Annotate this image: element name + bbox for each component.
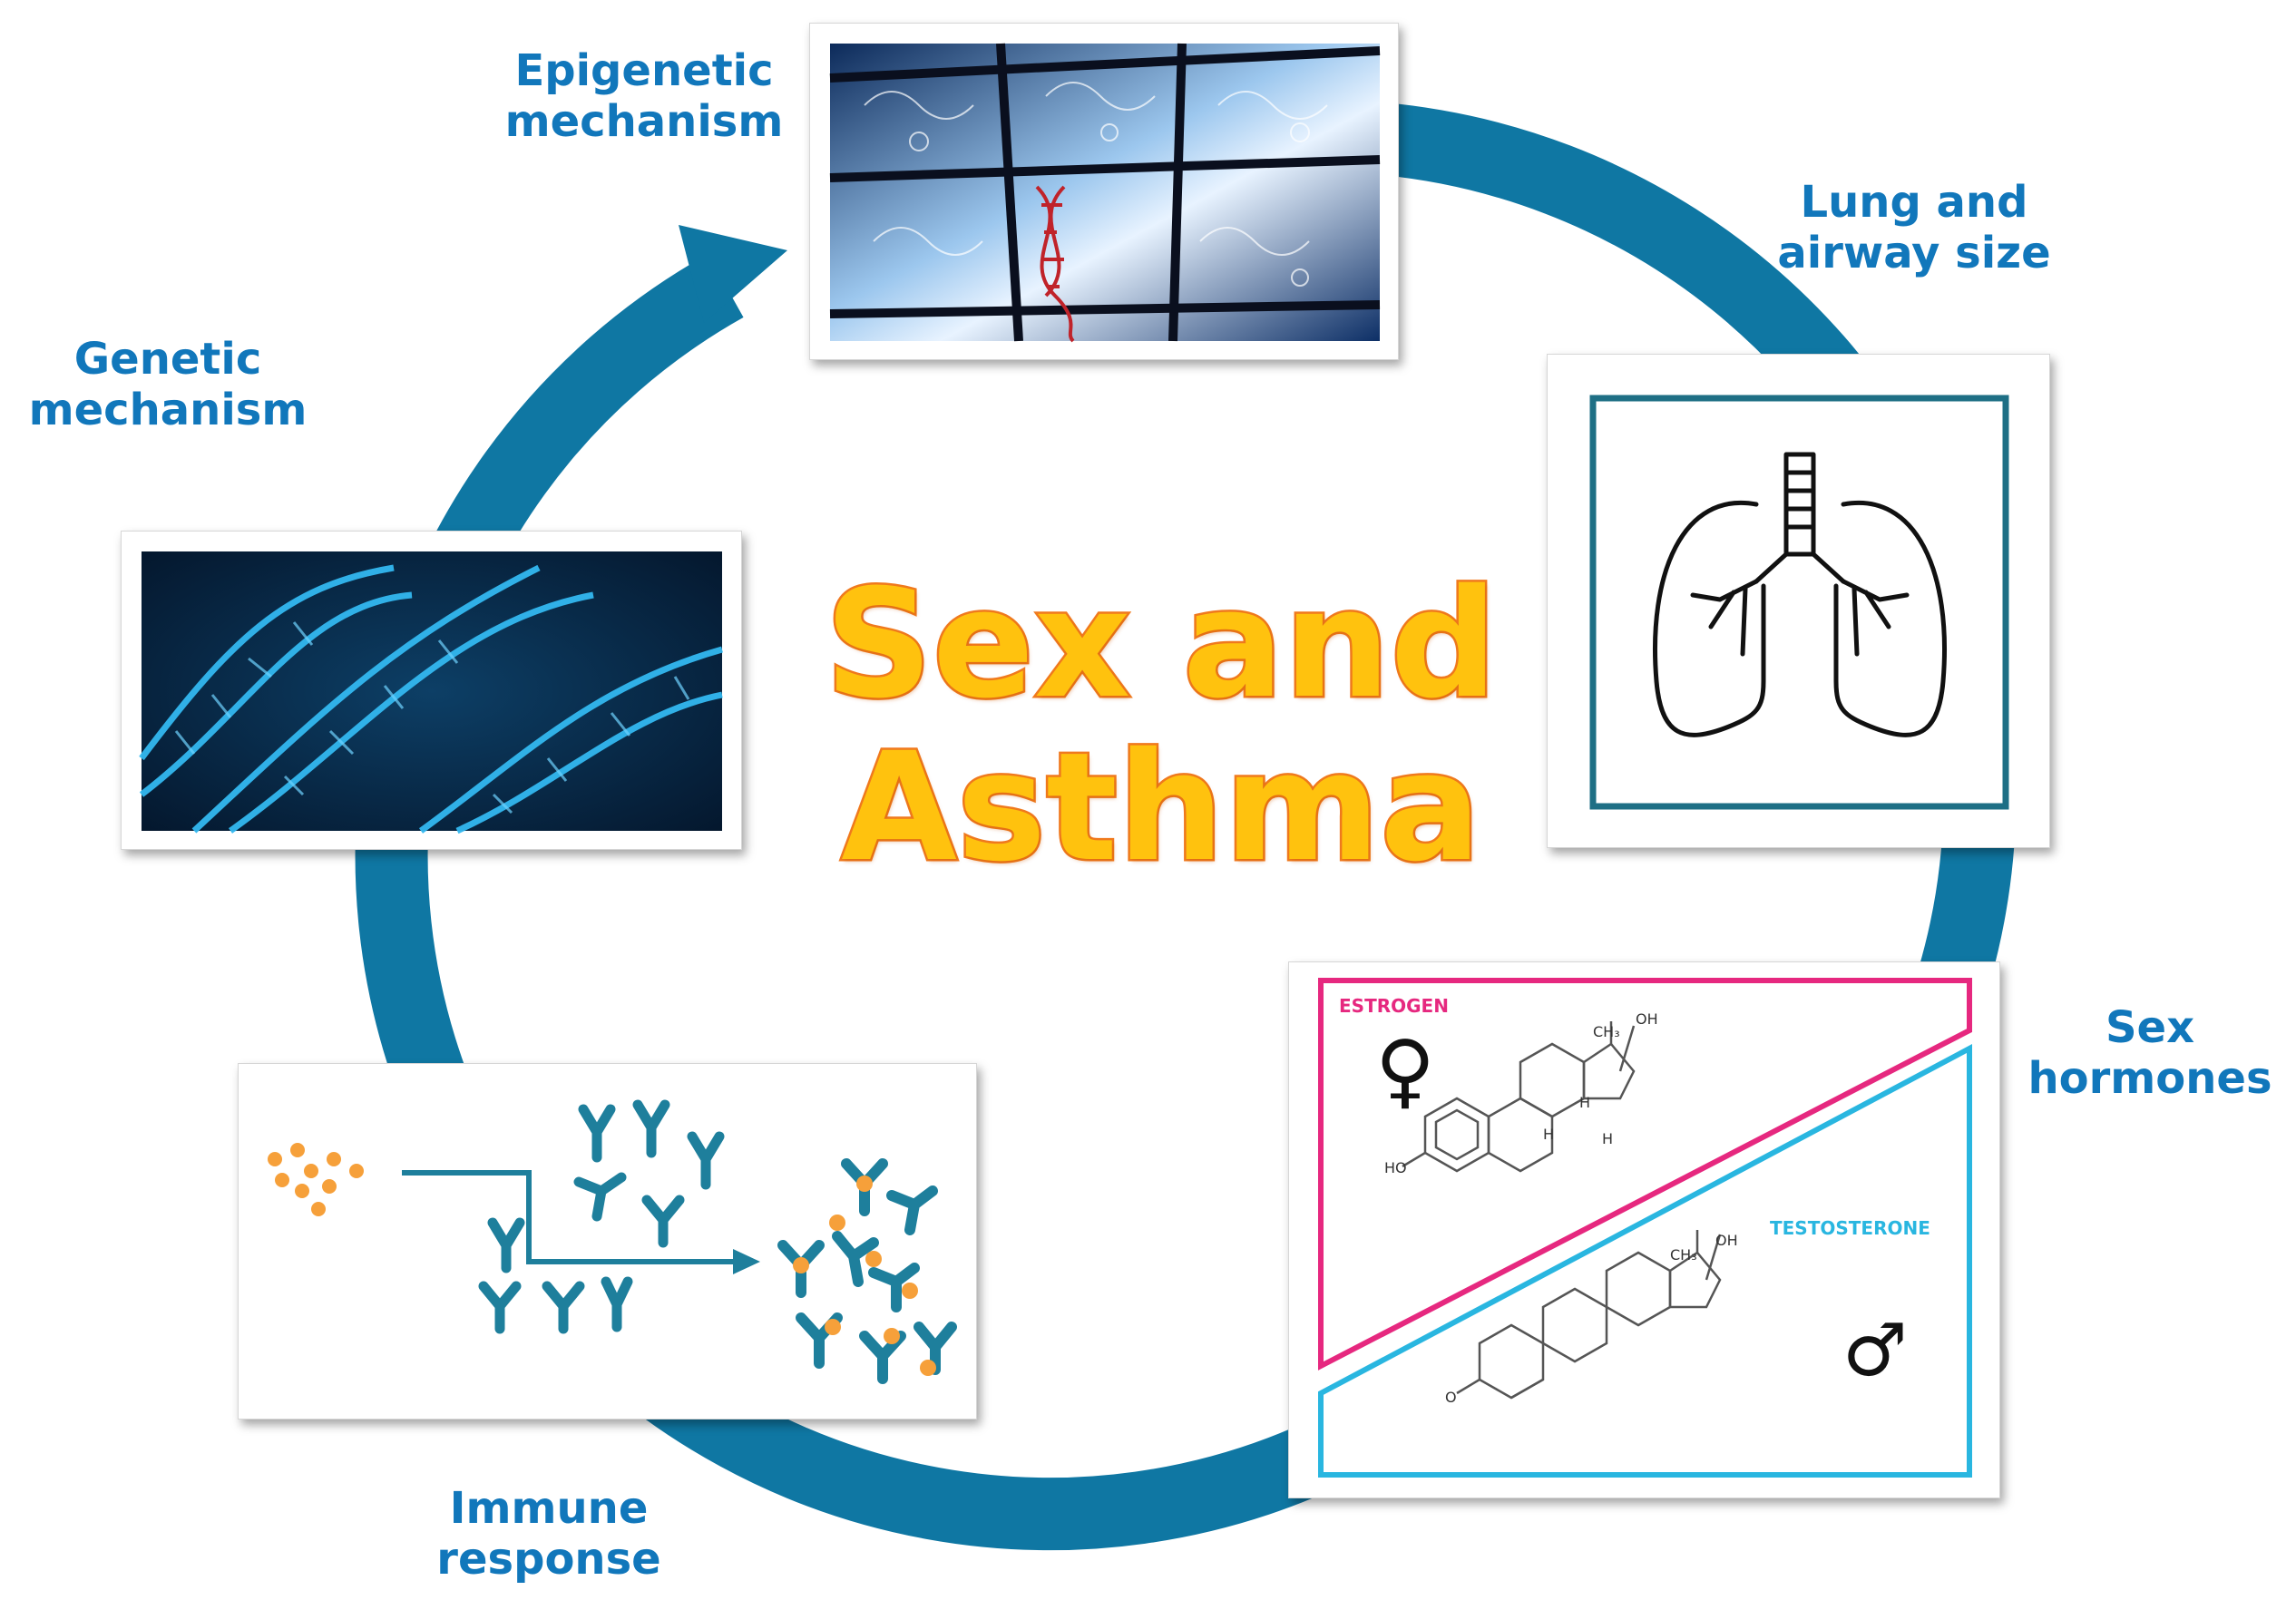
center-title: Sex and Asthma — [816, 557, 1506, 894]
cycle-arrowhead — [679, 225, 787, 323]
label-genetic-line2: mechanism — [28, 385, 308, 435]
genetic-image-card — [121, 531, 742, 850]
antibody-cluster — [777, 1158, 957, 1384]
estrogen-h3: H — [1602, 1130, 1613, 1147]
male-symbol-icon: ♂ — [1842, 1308, 1908, 1392]
dna-helix-icon — [139, 551, 723, 834]
label-epigenetic: Epigenetic mechanism — [472, 45, 816, 147]
label-immune-line1: Immune — [449, 1483, 649, 1534]
testosterone-label: TESTOSTERONE — [1770, 1217, 1930, 1239]
epigenetic-image-card — [809, 23, 1399, 360]
testosterone-oh: OH — [1715, 1232, 1738, 1249]
testosterone-o: O — [1445, 1389, 1457, 1406]
label-lung-line1: Lung and — [1800, 177, 2028, 228]
dna-helix-red-icon — [1035, 185, 1075, 343]
testosterone-ch3: CH₃ — [1670, 1246, 1697, 1263]
estrogen-panel — [1318, 978, 1972, 1371]
center-title-line1: Sex and — [823, 557, 1500, 731]
label-lung-line2: airway size — [1777, 228, 2051, 278]
label-hormones-line1: Sex — [2105, 1002, 2195, 1053]
epigenetic-image — [829, 43, 1381, 343]
testosterone-structure-icon — [1456, 1230, 1722, 1400]
center-title-line2: Asthma — [839, 720, 1484, 894]
label-genetic: Genetic mechanism — [18, 334, 318, 435]
lung-image-card — [1547, 354, 2050, 848]
immune-diagram — [268, 1099, 957, 1384]
antigen-dots — [268, 1143, 364, 1216]
estrogen-oh: OH — [1636, 1010, 1658, 1028]
label-epigenetic-line1: Epigenetic — [514, 45, 774, 96]
lungs-icon — [1589, 395, 2009, 810]
testosterone-panel — [1318, 1044, 1972, 1478]
label-hormones: Sex hormones — [2014, 1002, 2286, 1104]
estrogen-ch3: CH₃ — [1593, 1023, 1620, 1040]
label-genetic-line1: Genetic — [73, 334, 262, 385]
estrogen-h2: H — [1579, 1094, 1590, 1111]
female-symbol-icon: ♀ — [1375, 1023, 1435, 1118]
label-immune-line2: response — [436, 1534, 661, 1585]
estrogen-structure-icon — [1402, 1021, 1636, 1173]
estrogen-label: ESTROGEN — [1339, 995, 1449, 1017]
label-hormones-line2: hormones — [2027, 1053, 2272, 1104]
label-immune: Immune response — [399, 1483, 699, 1585]
antibody-icon — [478, 1099, 725, 1334]
estrogen-ho: HO — [1384, 1159, 1407, 1176]
label-epigenetic-line2: mechanism — [504, 96, 784, 147]
label-lung: Lung and airway size — [1724, 177, 2105, 278]
hormones-diagram: ESTROGEN TESTOSTERONE ♀ ♂ HO CH₃ OH H H … — [1318, 978, 1972, 1478]
immune-image-card — [238, 1063, 977, 1420]
estrogen-h1: H — [1543, 1126, 1554, 1143]
hormones-image-card: ESTROGEN TESTOSTERONE ♀ ♂ HO CH₃ OH H H … — [1288, 961, 2000, 1498]
